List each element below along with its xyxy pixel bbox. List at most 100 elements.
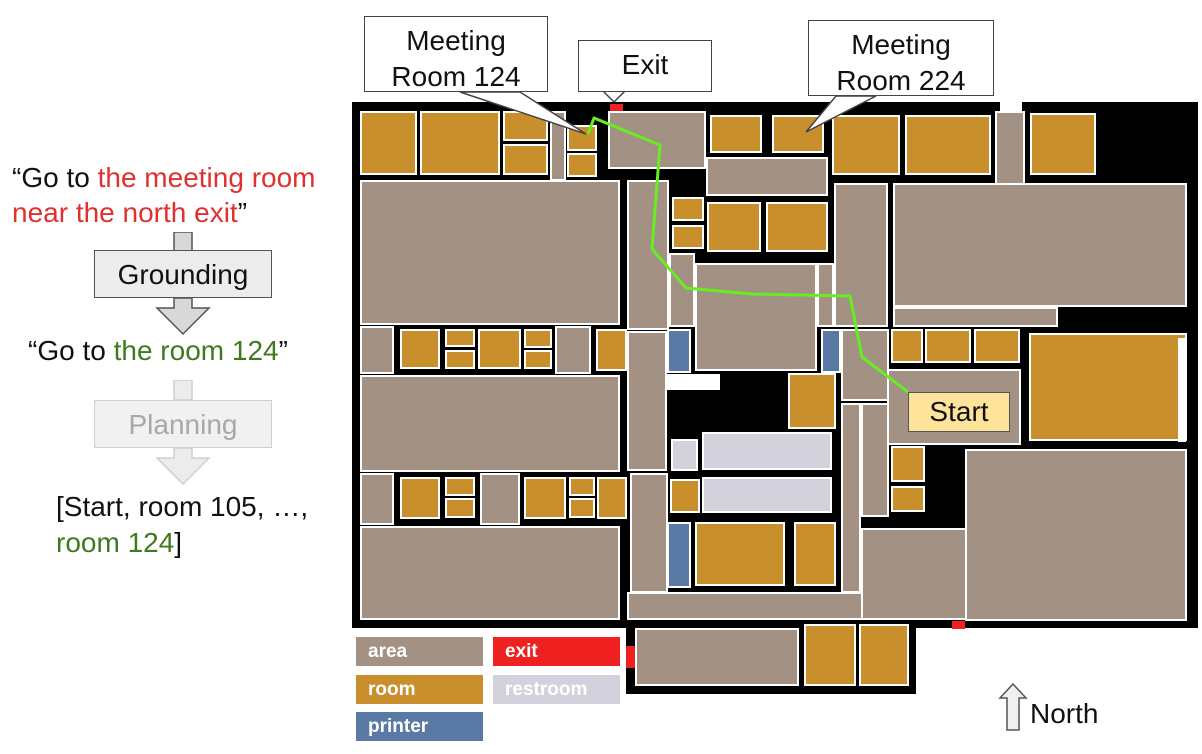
area [627, 592, 863, 620]
area [627, 331, 667, 471]
callout-pointer [459, 91, 587, 135]
room [804, 624, 856, 686]
grounded-suffix: ” [278, 335, 288, 366]
printer [667, 522, 691, 588]
area [608, 111, 706, 169]
legend-printer: printer [356, 712, 483, 741]
room-224 [772, 115, 824, 153]
area [834, 183, 888, 327]
room [445, 498, 475, 518]
room [766, 202, 828, 252]
plan-line-2: room 124] [56, 526, 182, 560]
room [400, 477, 440, 519]
area [706, 157, 828, 196]
room [524, 329, 552, 348]
area [360, 180, 620, 325]
instruction-text-line2: near the north exit” [12, 196, 247, 230]
room [832, 115, 900, 175]
legend-restroom: restroom [493, 675, 620, 704]
area [630, 473, 668, 593]
down-arrow-icon [155, 448, 211, 486]
navigation-path [586, 116, 909, 394]
room [794, 522, 836, 586]
start-marker: Start [908, 392, 1010, 432]
down-arrow-icon [173, 380, 193, 400]
restroom [671, 439, 698, 471]
room [596, 329, 627, 371]
area [360, 375, 620, 472]
grounded-highlight: the room 124 [113, 335, 279, 366]
room [445, 329, 475, 347]
room [400, 329, 440, 369]
restroom [702, 432, 832, 470]
callout-pointer [805, 95, 877, 133]
restroom [702, 477, 832, 513]
exit-south [952, 621, 965, 629]
area [360, 473, 394, 525]
plan-line-1: [Start, room 105, …, [56, 491, 309, 522]
callout-meeting-room-224: Meeting Room 224 [808, 20, 994, 96]
printer [667, 329, 691, 373]
room [445, 350, 475, 369]
room [597, 477, 627, 519]
room [891, 446, 925, 482]
plan-highlight: room 124 [56, 527, 175, 558]
area [861, 528, 967, 620]
area [965, 449, 1187, 621]
room [524, 350, 552, 369]
area [635, 628, 799, 686]
area [695, 263, 817, 371]
north-arrow-icon [998, 682, 1028, 731]
callout-meeting-room-124: Meeting Room 124 [364, 16, 548, 92]
area [841, 403, 861, 593]
legend-exit: exit [493, 637, 620, 666]
down-arrow-icon [155, 298, 211, 336]
room [420, 111, 500, 175]
corridor [1178, 338, 1186, 442]
planning-box: Planning [94, 400, 272, 448]
room [672, 225, 704, 249]
down-arrow-icon [173, 232, 193, 252]
room [891, 486, 925, 512]
room [1029, 333, 1187, 441]
grounded-instruction: “Go to the room 124” [28, 334, 288, 368]
room [859, 624, 909, 686]
room [1030, 113, 1096, 175]
plan-suffix: ] [174, 527, 183, 558]
room [670, 479, 700, 513]
instruction-text: “Go to the meeting room [12, 161, 315, 195]
area [360, 326, 394, 374]
area [995, 111, 1025, 185]
room [478, 329, 521, 369]
area [841, 329, 889, 401]
area [627, 180, 669, 330]
room [503, 144, 548, 175]
printer [821, 329, 841, 373]
north-label: North [1030, 698, 1099, 729]
area [555, 326, 591, 374]
room [891, 329, 923, 363]
grounded-prefix: “Go to [28, 335, 114, 366]
area [360, 526, 620, 620]
room [905, 115, 991, 175]
room [974, 329, 1020, 363]
instruction-prefix: “Go to [12, 162, 98, 193]
room [445, 477, 475, 496]
room [524, 477, 566, 519]
exit-north [610, 104, 623, 112]
room [710, 115, 762, 153]
area [861, 403, 889, 517]
area [893, 307, 1058, 327]
instruction-highlight-1: the meeting room [97, 162, 316, 193]
instruction-suffix: ” [237, 197, 248, 228]
room [695, 522, 785, 586]
room [360, 111, 417, 175]
room [569, 477, 595, 496]
room [567, 153, 597, 177]
legend-room: room [356, 675, 483, 704]
wall-gap [1000, 102, 1022, 112]
legend-area: area [356, 637, 483, 666]
area [669, 253, 695, 327]
room [925, 329, 971, 363]
